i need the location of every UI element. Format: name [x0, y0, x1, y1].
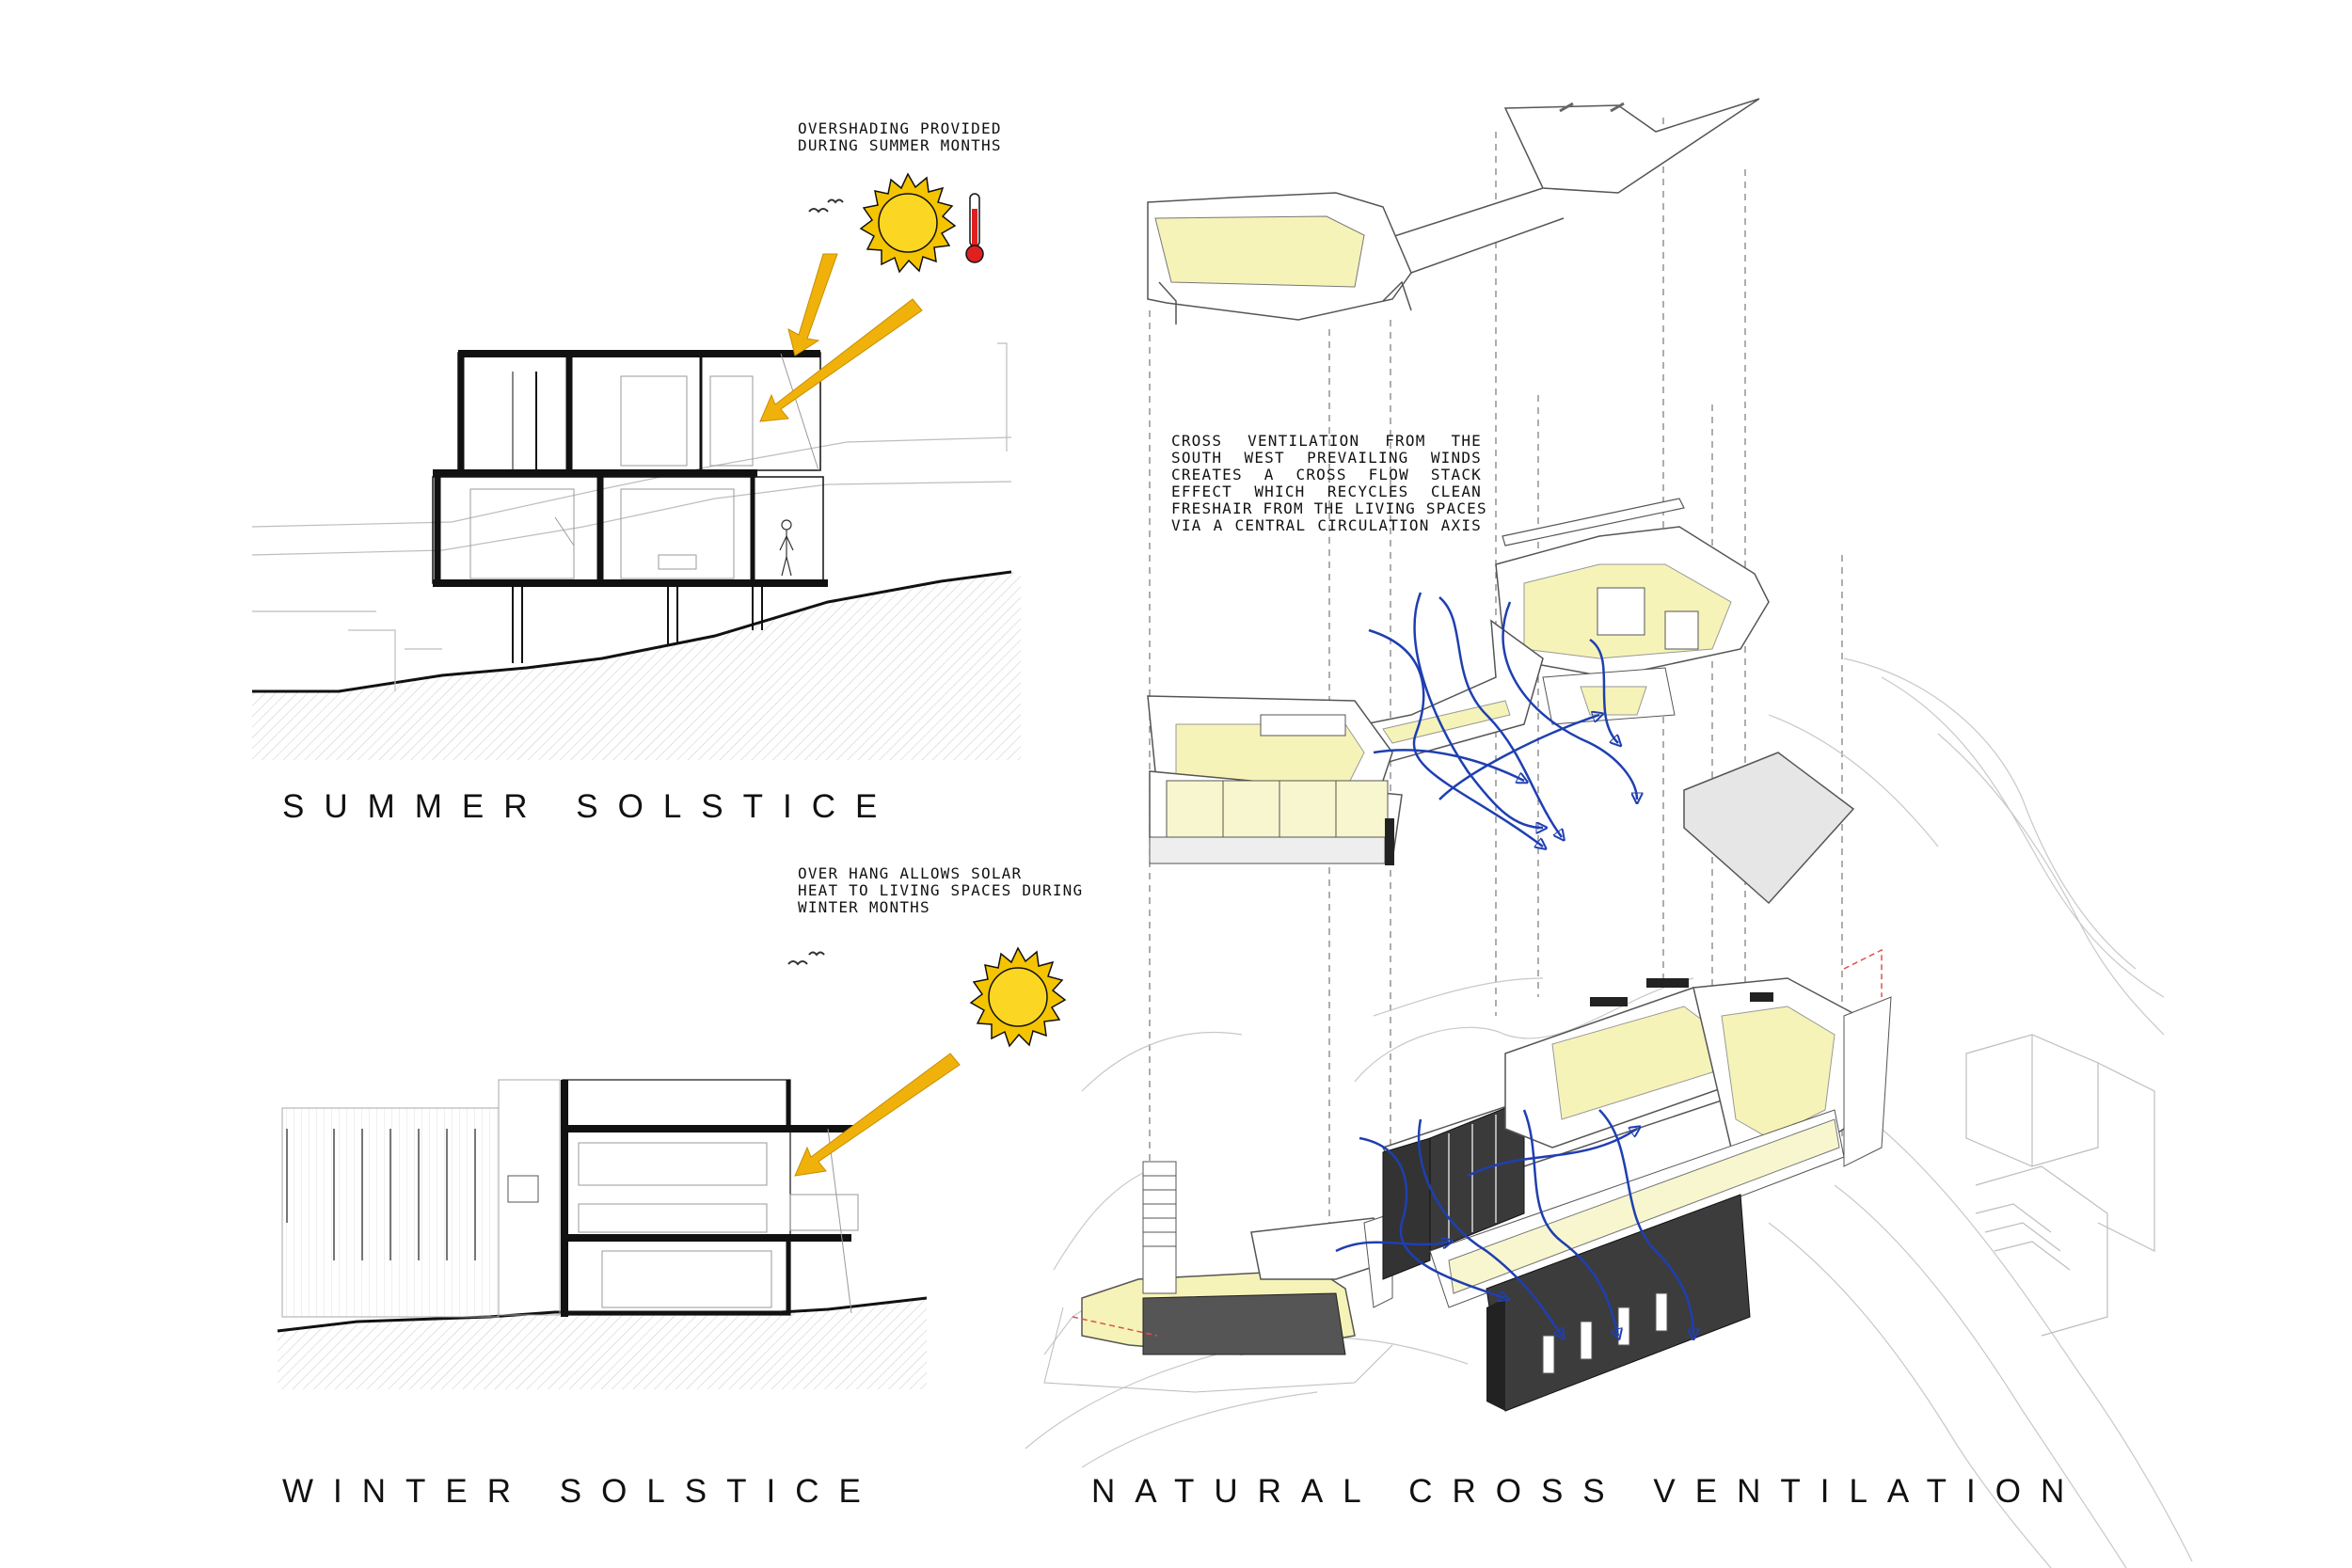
thermometer-icon	[965, 193, 984, 263]
wind-arrow-icon	[1467, 1129, 1637, 1178]
ground-level-roof	[1683, 752, 1855, 905]
natural-cross-ventilation-title: NATURAL CROSS VENTILATION	[1091, 1473, 2085, 1510]
winter-climate-icons	[787, 946, 1067, 1177]
wind-flow-arrows-ground	[1335, 1109, 1693, 1336]
ventilation-note: CROSS VENTILATION FROM THE SOUTH WEST PR…	[1171, 432, 1487, 534]
solar-ray-arrow	[759, 253, 923, 422]
summer-note-line: OVERSHADING PROVIDED	[798, 119, 1002, 137]
winter-note-line: OVER HANG ALLOWS SOLAR	[798, 864, 1023, 882]
human-figure-icon	[779, 519, 794, 577]
wind-arrow-icon	[1502, 601, 1637, 800]
winter-section-drawing	[277, 1079, 928, 1389]
wind-arrow-icon	[1417, 1118, 1562, 1336]
ventilation-note-line: VIA A CENTRAL CIRCULATION AXIS	[1171, 516, 1482, 534]
winter-note: OVER HANG ALLOWS SOLAR HEAT TO LIVING SP…	[798, 865, 1083, 916]
wind-arrow-icon	[1598, 1109, 1693, 1336]
sun-icon	[859, 172, 957, 274]
neighbor-building	[1965, 1034, 2155, 1337]
solar-ray-arrow	[794, 1053, 961, 1177]
bird-icon	[787, 951, 825, 966]
winter-note-line: WINTER MONTHS	[798, 898, 930, 916]
wind-arrow-icon	[1438, 596, 1562, 837]
ventilation-axonometric	[1025, 98, 2193, 1568]
wind-arrow-icon	[1368, 628, 1543, 847]
summer-solstice-title: SUMMER SOLSTICE	[282, 788, 898, 825]
bird-icon	[808, 198, 844, 214]
wind-flow-arrows-middle	[1368, 592, 1637, 847]
ventilation-note-line: EFFECT WHICH RECYCLES CLEAN	[1171, 483, 1482, 500]
winter-note-line: HEAT TO LIVING SPACES DURING	[798, 881, 1084, 899]
ventilation-note-line: CROSS VENTILATION FROM THE	[1171, 432, 1482, 450]
summer-ground-line	[252, 570, 1012, 693]
summer-note: OVERSHADING PROVIDED DURING SUMMER MONTH…	[798, 120, 1002, 154]
wind-arrow-icon	[1373, 749, 1524, 781]
wind-arrow-icon	[1413, 592, 1543, 828]
wind-arrow-icon	[1438, 715, 1599, 800]
wind-arrow-icon	[1522, 1109, 1618, 1336]
roof-level	[1147, 98, 1760, 325]
summer-section-drawing	[251, 342, 1021, 760]
wind-arrow-icon	[1589, 638, 1618, 743]
sun-icon	[969, 946, 1067, 1048]
winter-solstice-title: WINTER SOLSTICE	[282, 1473, 881, 1510]
summer-ground-hatch	[252, 572, 1021, 760]
ventilation-note-line: CREATES A CROSS FLOW STACK	[1171, 466, 1482, 483]
summer-climate-icons	[759, 172, 984, 422]
summer-note-line: DURING SUMMER MONTHS	[798, 136, 1002, 154]
terrain-contours	[1025, 657, 2193, 1568]
ventilation-note-line: SOUTH WEST PREVAILING WINDS	[1171, 449, 1482, 467]
ground-level	[1043, 948, 1892, 1412]
wind-arrow-icon	[1335, 1242, 1449, 1253]
winter-ground-line	[277, 1296, 928, 1333]
winter-ground-hatch	[278, 1298, 927, 1389]
ventilation-note-line: FRESHAIR FROM THE LIVING SPACES	[1171, 499, 1487, 517]
middle-level	[1147, 498, 1770, 865]
wind-arrow-icon	[1359, 1136, 1505, 1298]
